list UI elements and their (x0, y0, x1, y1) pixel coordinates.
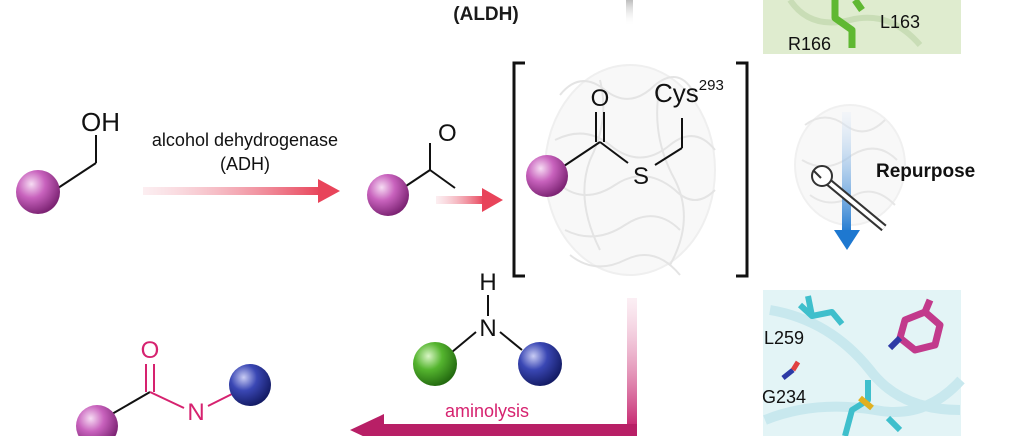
blue-ball (518, 342, 562, 386)
top-divider (626, 0, 633, 26)
intermediate-brackets (512, 61, 749, 278)
aldehyde-oxygen: O (438, 120, 457, 147)
blue-ball (229, 364, 271, 406)
wrench-icon (811, 165, 887, 232)
thioester-oxygen: O (591, 85, 610, 112)
adh-label-line1: alcohol dehydrogenase (152, 130, 338, 150)
hydroxyl-label: OH (81, 107, 120, 137)
protein-ribbon (544, 64, 716, 276)
aminolysis-label: aminolysis (445, 401, 529, 421)
adh-arrow (143, 179, 340, 203)
to-intermediate-arrow (436, 188, 503, 212)
amine-molecule: H N (413, 269, 562, 386)
amide-product: O N (76, 337, 271, 436)
sulfur-label: S (633, 163, 649, 190)
aminolysis-arrow (350, 298, 637, 436)
residue-l259: L259 (764, 328, 804, 348)
repurpose-label: Repurpose (876, 161, 975, 182)
purple-ball (76, 405, 118, 436)
residue-r166: R166 (788, 34, 831, 54)
amide-oxygen: O (141, 337, 160, 364)
residue-l163: L163 (880, 12, 920, 32)
adh-label-line2: (ADH) (220, 154, 270, 174)
repurpose-arrow (834, 112, 860, 250)
purple-ball (526, 155, 568, 197)
purple-ball (367, 174, 409, 216)
cysteine-label: Cys293 (654, 77, 724, 108)
green-ball (413, 342, 457, 386)
purple-ball (16, 170, 60, 214)
alcohol-molecule: OH (16, 107, 120, 214)
amine-nitrogen: N (479, 315, 496, 342)
thioester-intermediate: O S Cys293 (526, 77, 724, 197)
residue-g234: G234 (762, 387, 806, 407)
aldehyde-molecule: O (367, 120, 457, 216)
residue-panel-bottom: L259 G234 (762, 290, 965, 436)
amide-nitrogen: N (187, 399, 204, 426)
cysteine-number: 293 (699, 77, 724, 94)
amine-hydrogen: H (479, 269, 496, 296)
residue-panel-top: L163 R166 (763, 0, 961, 54)
aldh-label: (ALDH) (453, 4, 518, 25)
